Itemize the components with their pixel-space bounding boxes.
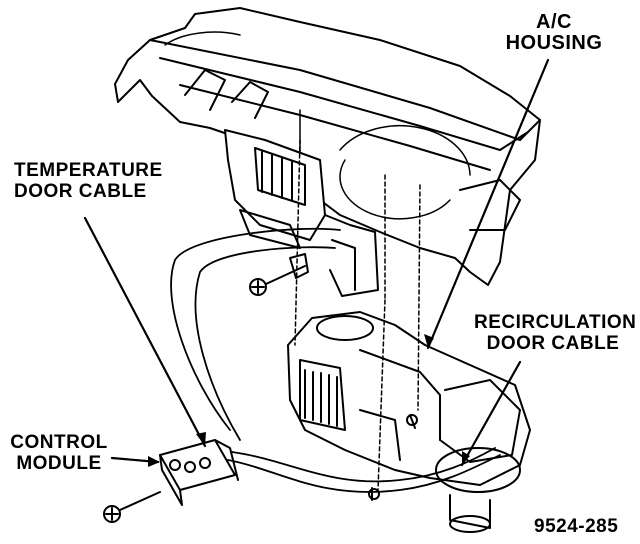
temperature-cable-leader: [83, 216, 207, 448]
ac-housing-leader: [426, 58, 550, 350]
temperature-cable-route: [170, 227, 341, 441]
recirculation-cable-leader: [460, 360, 522, 467]
figure-number: 9524-285: [534, 516, 619, 537]
ac-housing-panel: [114, 7, 541, 286]
screw-upper: [249, 253, 309, 296]
temperature-door-cable-label: TEMPERATURE DOOR CABLE: [14, 160, 163, 202]
control-module: [159, 439, 239, 506]
ac-housing-label: A/C HOUSING: [498, 12, 610, 54]
blower-housing: [287, 311, 531, 533]
control-label-line1: CONTROL: [10, 432, 108, 453]
guide-lines: [294, 139, 421, 491]
leader-arrowheads: [148, 334, 470, 467]
recirculation-label-line2: DOOR CABLE: [486, 333, 620, 354]
ac-housing-label-line2: HOUSING: [505, 32, 603, 54]
temperature-label-line2: DOOR CABLE: [14, 181, 147, 202]
recirculation-label-line1: RECIRCULATION: [474, 312, 637, 333]
ac-housing-label-line1: A/C: [536, 11, 572, 33]
recirculation-door-cable-label: RECIRCULATION DOOR CABLE: [474, 312, 637, 354]
screw-lower: [103, 491, 161, 523]
recirculation-cable-route: [227, 447, 501, 493]
control-module-label: CONTROL MODULE: [10, 432, 108, 474]
temperature-label-line1: TEMPERATURE: [14, 160, 163, 181]
control-label-line2: MODULE: [16, 453, 102, 474]
